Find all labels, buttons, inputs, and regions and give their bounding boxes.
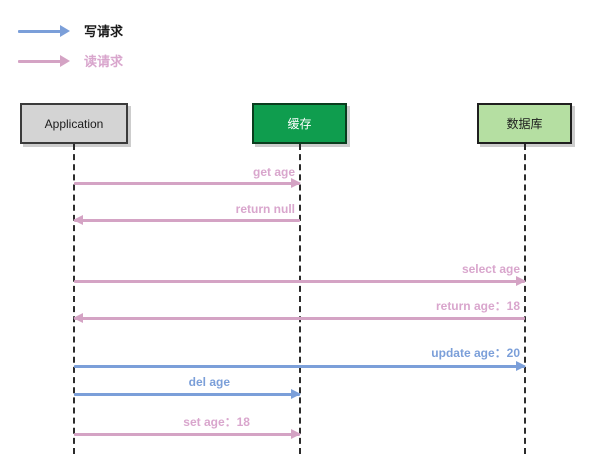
message-arrow-select-age (74, 276, 526, 286)
participant-label-application: Application (44, 116, 104, 131)
lifeline-cache (299, 144, 301, 454)
lifeline-database (524, 144, 526, 454)
message-arrow-get-age (74, 178, 301, 188)
legend-item-read-request: 读请求 (18, 52, 123, 70)
legend-label-write-request: 写请求 (84, 23, 124, 39)
message-label-update-age: update age：20 (431, 346, 520, 360)
message-arrow-del-age (74, 389, 301, 399)
message-label-return-null: return null (235, 202, 295, 216)
message-arrow-update-age (74, 361, 526, 371)
arrow-right-icon (18, 55, 74, 67)
message-arrow-set-age (74, 429, 301, 439)
participant-database: 数据库 (477, 103, 572, 144)
lifeline-application (73, 144, 75, 454)
legend-item-write-request: 写请求 (18, 22, 123, 40)
participant-label-database: 数据库 (506, 116, 543, 131)
participant-cache: 缓存 (252, 103, 347, 144)
participant-label-cache: 缓存 (287, 116, 312, 131)
message-label-get-age: get age (252, 165, 295, 179)
message-label-del-age: del age (188, 375, 230, 389)
message-label-return-age: return age：18 (435, 299, 520, 313)
legend-label-read-request: 读请求 (84, 53, 124, 69)
participant-application: Application (20, 103, 128, 144)
message-label-set-age: set age：18 (183, 415, 250, 429)
arrow-right-icon (18, 25, 74, 37)
message-label-select-age: select age (461, 262, 520, 276)
message-arrow-return-age (73, 313, 525, 323)
message-arrow-return-null (73, 215, 300, 225)
